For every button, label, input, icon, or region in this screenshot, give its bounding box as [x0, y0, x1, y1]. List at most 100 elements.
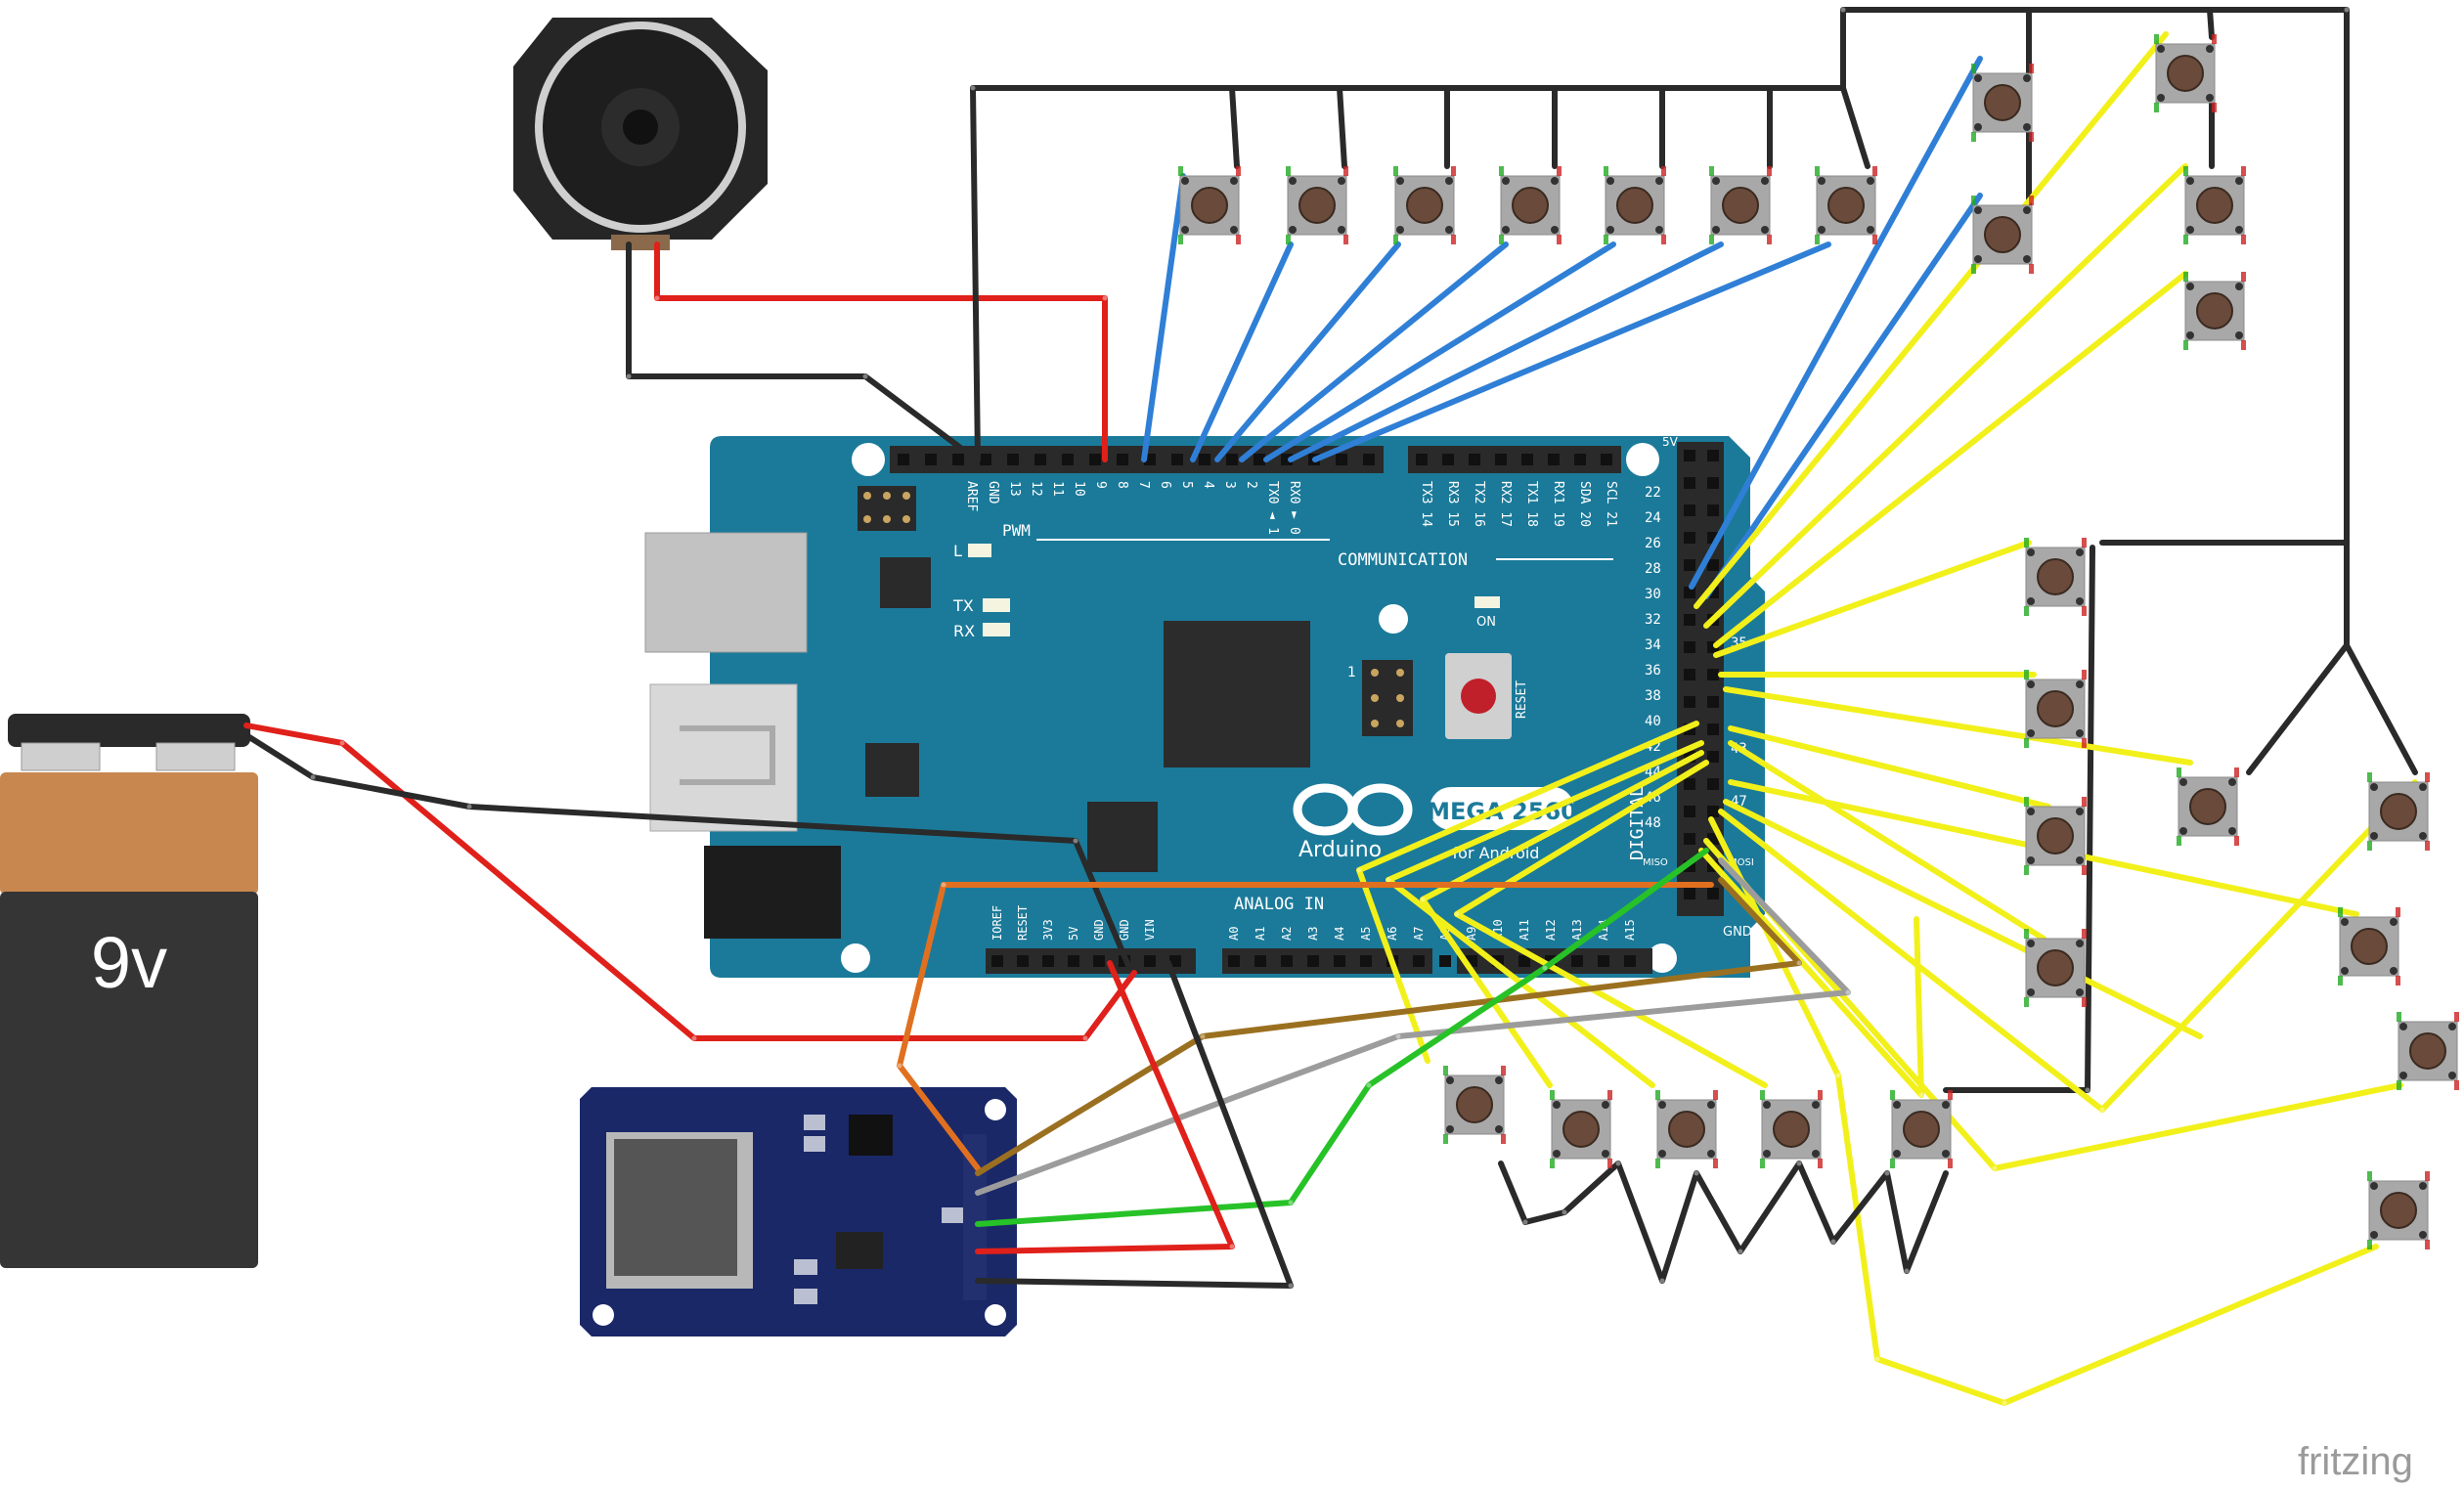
header-pin-label: 13: [1007, 481, 1022, 497]
push-button[interactable]: [2024, 670, 2087, 748]
header-pin: [1413, 955, 1425, 967]
push-button[interactable]: [2177, 767, 2239, 846]
pwm-label: PWM: [1002, 521, 1031, 540]
header-pin: [1601, 454, 1612, 465]
header-pin: [1034, 454, 1046, 465]
wire-gray: [975, 857, 1851, 1196]
push-button[interactable]: [1971, 196, 2034, 274]
push-button[interactable]: [2024, 929, 2087, 1007]
header-pin: [1684, 806, 1695, 817]
header-pin: [1062, 454, 1074, 465]
power-pin-label: GND: [1092, 919, 1106, 941]
analog-pin-label: A9: [1465, 927, 1478, 941]
wire-yellow: [1454, 760, 1768, 1088]
analog-pin-label: A4: [1333, 927, 1346, 941]
push-button[interactable]: [1499, 166, 1562, 244]
on-label: ON: [1476, 615, 1496, 630]
header-pin: [1469, 454, 1480, 465]
wire-black: [1498, 1161, 1949, 1284]
wire-black: [1840, 85, 1870, 169]
push-button[interactable]: [2183, 272, 2246, 350]
header-pin: [1007, 454, 1019, 465]
arduino-logo: [1293, 783, 1413, 836]
speaker: [513, 18, 768, 250]
header-pin: [1169, 955, 1181, 967]
header-pin-label: 8: [1115, 481, 1129, 489]
header-pin: [1707, 669, 1719, 680]
wire-yellow: [1728, 740, 2046, 942]
header-pin: [1684, 669, 1695, 680]
push-button[interactable]: [1604, 166, 1666, 244]
header-pin: [1684, 614, 1695, 626]
header-pin-label: 24: [1645, 510, 1661, 526]
wire-yellow: [1703, 838, 2403, 1171]
header-pin: [1684, 587, 1695, 598]
header-pin-label: 10: [1072, 481, 1086, 497]
wire-blue: [1214, 241, 1401, 462]
push-button[interactable]: [2024, 797, 2087, 875]
header-pin: [1518, 955, 1530, 967]
push-button[interactable]: [1971, 64, 2034, 142]
header-pin-label: SDA 20: [1577, 481, 1592, 527]
wire-yellow: [1703, 163, 2188, 629]
push-button[interactable]: [2338, 907, 2400, 986]
push-button[interactable]: [2367, 772, 2430, 851]
battery-9v: 9v: [0, 714, 258, 1268]
five-v-label: 5V: [1662, 435, 1679, 449]
header-pin: [1442, 454, 1454, 465]
header-pin: [1281, 955, 1293, 967]
header-pin: [1684, 477, 1695, 489]
push-button[interactable]: [1709, 166, 1772, 244]
push-button[interactable]: [1815, 166, 1877, 244]
push-button[interactable]: [2397, 1012, 2459, 1090]
wire-red: [654, 241, 1108, 462]
push-button[interactable]: [1393, 166, 1456, 244]
push-button[interactable]: [1655, 1090, 1718, 1168]
header-pin: [1307, 955, 1319, 967]
analog-pin-label: A1: [1254, 927, 1267, 941]
wire-yellow: [1723, 799, 2203, 1039]
header-pin-label: TX3 14: [1419, 481, 1433, 527]
header-pin: [1017, 955, 1029, 967]
header-pin: [1144, 955, 1156, 967]
wire-black: [2207, 7, 2215, 40]
header-pin: [1254, 454, 1265, 465]
wire-blue: [1703, 193, 1983, 599]
wire-blue: [1239, 241, 1509, 462]
rx-label: RX: [953, 622, 975, 640]
header-pin: [1042, 955, 1054, 967]
push-button[interactable]: [2183, 166, 2246, 244]
header-pin-label: RX2 17: [1498, 481, 1513, 527]
analog-pin-label: A7: [1412, 927, 1426, 941]
header-pin: [1495, 454, 1507, 465]
header-pin: [952, 454, 964, 465]
push-button[interactable]: [2024, 538, 2087, 616]
header-pin: [1363, 454, 1375, 465]
wire-blue: [1190, 241, 1294, 462]
power-pin-label: 3V3: [1041, 919, 1055, 941]
header-pin: [1439, 955, 1451, 967]
header-pin-label: 48: [1645, 815, 1661, 831]
wire-black: [626, 241, 966, 453]
header-pin: [1199, 454, 1210, 465]
wire-black: [1943, 545, 2095, 1093]
push-button[interactable]: [2154, 34, 2217, 112]
wire-yellow: [1386, 740, 1704, 1088]
header-pin: [1117, 454, 1128, 465]
push-button[interactable]: [1443, 1066, 1506, 1144]
push-button[interactable]: [1760, 1090, 1823, 1168]
analog-in-label: ANALOG IN: [1234, 895, 1324, 914]
header-pin-label: 34: [1645, 637, 1661, 653]
header-pin-label: RX0 ► 0: [1287, 481, 1301, 535]
wire-yellow: [1708, 816, 2379, 1406]
power-pin-label: RESET: [1016, 905, 1030, 941]
push-button[interactable]: [1550, 1090, 1612, 1168]
header-pin-label: TX1 18: [1524, 481, 1539, 527]
push-button[interactable]: [2367, 1171, 2430, 1249]
push-button[interactable]: [1178, 166, 1241, 244]
push-button[interactable]: [1890, 1090, 1953, 1168]
communication-label: COMMUNICATION: [1338, 550, 1468, 570]
header-pin: [1336, 454, 1347, 465]
header-pin-label: 22: [1645, 485, 1661, 501]
push-button[interactable]: [1286, 166, 1348, 244]
